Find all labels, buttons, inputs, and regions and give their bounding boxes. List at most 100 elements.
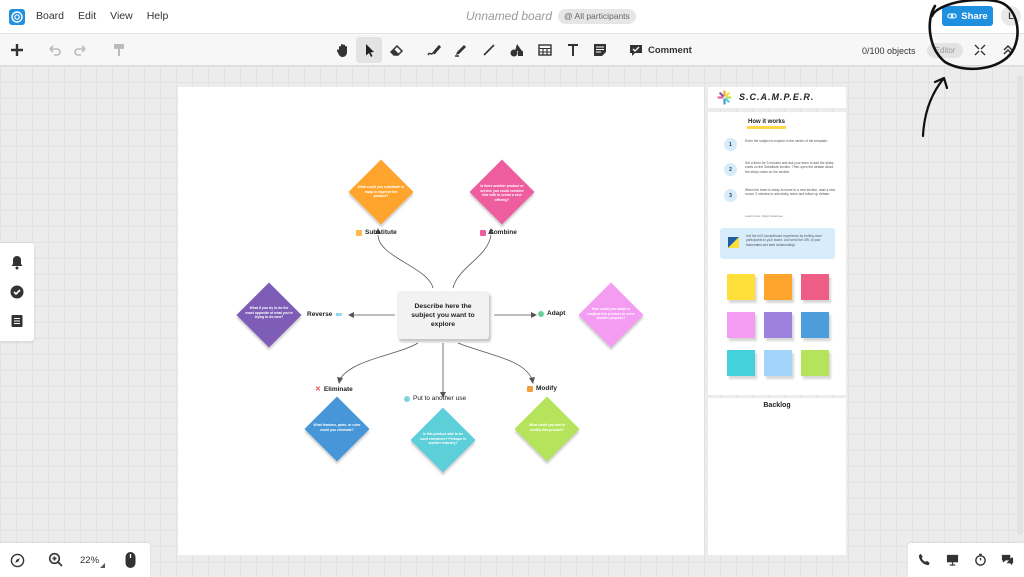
promo-text: Get the full Conceptboard experience by … <box>746 234 823 247</box>
share-button[interactable]: Share <box>942 6 993 26</box>
comment-label[interactable]: Comment <box>648 45 692 56</box>
sticky-note-swatch[interactable] <box>727 312 755 338</box>
select-tool-icon[interactable] <box>356 37 382 63</box>
navigation-bar: 22% <box>0 543 150 577</box>
scamper-logo-icon <box>717 90 732 105</box>
board-title[interactable]: Unnamed board <box>466 9 553 23</box>
outline-list-icon[interactable] <box>9 313 25 329</box>
substitute-question: What could you substitute or swap to imp… <box>357 185 405 198</box>
reverse-label-text: Reverse <box>307 311 333 318</box>
step-text: Enter the subject to explore in the cent… <box>745 139 828 143</box>
step-number: 3 <box>724 189 737 202</box>
step-text: Set a timer for 3 minutes and ask your t… <box>745 161 834 174</box>
modify-label: Modify <box>527 385 557 392</box>
reverse-question: What if you try to do the exact opposite… <box>245 306 293 319</box>
highlighter-icon[interactable] <box>452 41 470 59</box>
connector-lines <box>337 228 537 398</box>
zoom-dropdown-icon[interactable] <box>100 563 105 568</box>
adapt-label: Adapt <box>538 310 565 317</box>
connector-substitute <box>377 234 434 289</box>
backlog-panel[interactable]: Backlog <box>708 398 846 555</box>
text-icon[interactable] <box>564 41 582 59</box>
table-icon[interactable] <box>536 41 554 59</box>
chat-icon[interactable] <box>1001 553 1014 566</box>
modify-question: What could you add to modify this produc… <box>528 423 566 432</box>
step-number: 2 <box>724 163 737 176</box>
user-avatar[interactable]: L <box>1001 6 1021 26</box>
tasks-check-icon[interactable] <box>9 284 25 300</box>
conceptboard-promo-icon <box>728 237 739 248</box>
hand-tool-icon[interactable] <box>334 41 352 59</box>
center-subject-card[interactable]: Describe here the subject you want to ex… <box>397 291 489 339</box>
eliminate-icon: ✕ <box>315 386 321 393</box>
substitute-label: Substitute <box>356 229 397 236</box>
menu-board[interactable]: Board <box>36 10 65 22</box>
combine-label-text: Combine <box>489 229 517 236</box>
modify-label-text: Modify <box>536 385 557 392</box>
menu-help[interactable]: Help <box>146 10 169 22</box>
undo-icon[interactable] <box>45 41 63 59</box>
put-to-use-label-text: Put to another use <box>413 395 467 402</box>
menu-view[interactable]: View <box>110 10 133 22</box>
scamper-template-board[interactable]: Describe here the subject you want to ex… <box>178 87 704 555</box>
shapes-icon[interactable] <box>508 41 526 59</box>
menu-bar: Board Edit View Help Unnamed board @ All… <box>0 0 1024 33</box>
sticky-note-swatch[interactable] <box>764 350 792 376</box>
presentation-icon[interactable] <box>946 553 959 566</box>
toolbar: Comment 0/100 objects Editor <box>0 33 1024 66</box>
adapt-icon <box>538 310 544 317</box>
left-dock <box>0 243 34 341</box>
how-it-works-panel[interactable]: How it works 1 Enter the subject to expl… <box>708 112 846 395</box>
sticky-note-swatch[interactable] <box>801 274 829 300</box>
adapt-question: How could you adapt or readjust this pro… <box>587 307 635 320</box>
substitute-icon <box>356 229 362 236</box>
combine-label: Combine <box>480 229 517 236</box>
combine-icon <box>480 229 486 236</box>
vertical-scrollbar[interactable] <box>1017 75 1023 535</box>
notifications-bell-icon[interactable] <box>9 254 25 270</box>
zoom-in-icon[interactable] <box>48 552 64 568</box>
mouse-mode-icon[interactable] <box>124 551 137 569</box>
sticky-note-swatch[interactable] <box>764 312 792 338</box>
sticky-note-swatch[interactable] <box>727 274 755 300</box>
substitute-label-text: Substitute <box>365 229 397 236</box>
fullscreen-icon[interactable] <box>971 41 989 59</box>
add-icon[interactable] <box>8 41 26 59</box>
sticky-note-swatch[interactable] <box>727 350 755 376</box>
eliminate-question: What features, parts, or rules could you… <box>313 423 361 432</box>
eraser-icon[interactable] <box>388 41 406 59</box>
promo-box: Get the full Conceptboard experience by … <box>720 228 835 259</box>
zoom-level[interactable]: 22% <box>80 555 100 566</box>
put-to-use-label: Put to another use <box>404 395 466 402</box>
participants-badge[interactable]: @ All participants <box>558 9 636 24</box>
line-icon[interactable] <box>480 41 498 59</box>
backlog-title: Backlog <box>763 402 791 409</box>
step-number: 1 <box>724 138 737 151</box>
timer-icon[interactable] <box>974 553 987 566</box>
collapse-toolbar-icon[interactable] <box>999 41 1017 59</box>
step-text: When the team is ready to move to a new … <box>745 188 836 197</box>
compass-navigator-icon[interactable] <box>10 553 25 568</box>
conceptboard-logo-icon[interactable] <box>8 8 26 26</box>
phone-call-icon[interactable] <box>918 553 931 566</box>
redo-icon[interactable] <box>72 41 90 59</box>
editor-mode-badge[interactable]: Editor <box>927 43 963 58</box>
connector-combine <box>452 234 492 289</box>
sticky-note-swatch[interactable] <box>801 350 829 376</box>
comment-icon[interactable] <box>627 41 645 59</box>
menu-edit[interactable]: Edit <box>78 10 97 22</box>
panel-header[interactable]: S.C.A.M.P.E.R. <box>708 87 846 108</box>
adapt-label-text: Adapt <box>547 310 566 317</box>
object-count: 0/100 objects <box>862 46 916 56</box>
connector-modify <box>457 342 533 380</box>
reverse-label: Reverse ⇚ <box>307 310 342 319</box>
sticky-note-swatch[interactable] <box>801 312 829 338</box>
pen-icon[interactable] <box>425 41 443 59</box>
put-to-use-icon <box>404 395 410 402</box>
format-painter-icon[interactable] <box>110 41 128 59</box>
collaboration-bar <box>908 543 1024 577</box>
link-icon <box>947 13 958 19</box>
learn-more-link[interactable]: Learn more: https://scamper... <box>745 214 785 218</box>
sticky-note-swatch[interactable] <box>764 274 792 300</box>
sticky-note-icon[interactable] <box>591 41 609 59</box>
